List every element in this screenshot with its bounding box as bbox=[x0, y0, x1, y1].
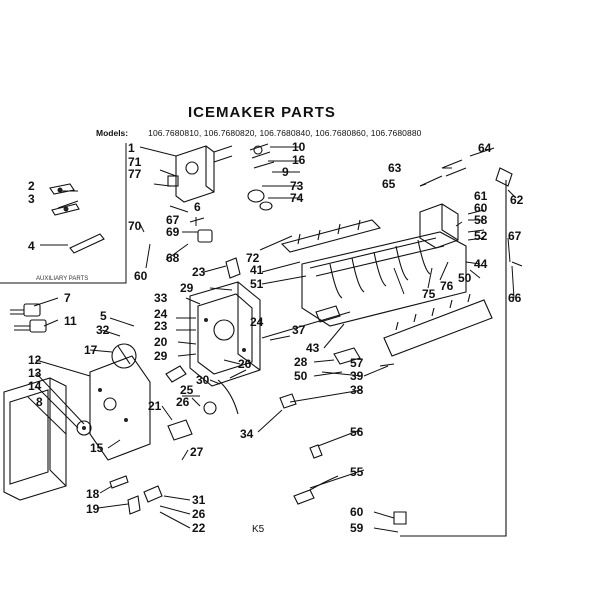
footer-code: K5 bbox=[252, 524, 265, 535]
callout-7: 7 bbox=[64, 291, 71, 305]
callout-5: 5 bbox=[100, 309, 107, 323]
wire-harness bbox=[10, 303, 47, 333]
callout-50-b: 50 bbox=[294, 369, 308, 383]
callout-29-b: 29 bbox=[154, 349, 168, 363]
callout-22: 22 bbox=[192, 521, 206, 535]
mounting-plate bbox=[76, 343, 163, 515]
callout-62: 62 bbox=[510, 193, 524, 207]
models-line: Models: 106.7680810, 106.7680820, 106.768… bbox=[96, 128, 422, 138]
callout-73: 73 bbox=[290, 179, 304, 193]
callout-8: 8 bbox=[36, 395, 43, 409]
callout-67: 67 bbox=[166, 213, 180, 227]
callout-25: 25 bbox=[180, 383, 194, 397]
callout-56: 56 bbox=[350, 425, 364, 439]
callout-24: 24 bbox=[154, 307, 168, 321]
callout-38: 38 bbox=[350, 383, 364, 397]
water-valve bbox=[167, 143, 275, 243]
callout-2: 2 bbox=[28, 179, 35, 193]
callout-12: 12 bbox=[28, 353, 42, 367]
callout-74: 74 bbox=[290, 191, 304, 205]
callout-58: 58 bbox=[474, 213, 488, 227]
callout-15: 15 bbox=[90, 441, 104, 455]
callout-72: 72 bbox=[246, 251, 260, 265]
callout-18: 18 bbox=[86, 487, 100, 501]
models-list: 106.7680810, 106.7680820, 106.7680840, 1… bbox=[148, 128, 422, 138]
callout-67-b: 67 bbox=[508, 229, 522, 243]
callout-10: 10 bbox=[292, 140, 306, 154]
callout-75: 75 bbox=[422, 287, 436, 301]
callout-11: 11 bbox=[64, 314, 77, 328]
callout-55: 55 bbox=[350, 465, 364, 479]
callout-26: 26 bbox=[238, 357, 252, 371]
callout-24-b: 24 bbox=[250, 315, 264, 329]
callout-76: 76 bbox=[440, 279, 454, 293]
diagram-title: ICEMAKER PARTS bbox=[188, 104, 336, 121]
fill-arm bbox=[393, 159, 523, 537]
callout-52: 52 bbox=[474, 229, 488, 243]
callout-9: 9 bbox=[282, 165, 289, 179]
callout-21: 21 bbox=[148, 399, 162, 413]
callout-6: 6 bbox=[194, 200, 201, 214]
callout-34: 34 bbox=[240, 427, 254, 441]
callout-60: 60 bbox=[474, 201, 488, 215]
callout-69: 69 bbox=[166, 225, 180, 239]
callout-31: 31 bbox=[192, 493, 206, 507]
inset-caption: AUXILIARY PARTS bbox=[36, 276, 88, 282]
callout-65: 65 bbox=[382, 177, 396, 191]
models-label: Models: bbox=[96, 128, 129, 138]
control-housing bbox=[165, 257, 261, 441]
callout-28: 28 bbox=[294, 355, 308, 369]
callout-labels: 1 2 3 4 5 6 7 8 9 10 11 12 13 14 15 16 1… bbox=[28, 140, 524, 535]
callout-3: 3 bbox=[28, 192, 35, 206]
callout-50: 50 bbox=[458, 271, 472, 285]
callout-51: 51 bbox=[250, 277, 264, 291]
callout-37: 37 bbox=[292, 323, 306, 337]
callout-57: 57 bbox=[350, 356, 364, 370]
callout-33: 33 bbox=[154, 291, 168, 305]
front-cover bbox=[3, 377, 67, 501]
callout-77: 77 bbox=[128, 167, 142, 181]
callout-32: 32 bbox=[96, 323, 110, 337]
callout-41: 41 bbox=[250, 263, 264, 277]
leader-lines bbox=[27, 146, 517, 533]
callout-68: 68 bbox=[166, 251, 180, 265]
callout-43: 43 bbox=[306, 341, 320, 355]
inset-box: AUXILIARY PARTS bbox=[0, 143, 127, 284]
callout-66: 66 bbox=[508, 291, 522, 305]
callout-70: 70 bbox=[128, 219, 142, 233]
callout-71: 71 bbox=[128, 155, 142, 169]
callout-44: 44 bbox=[474, 257, 488, 271]
callout-1: 1 bbox=[128, 141, 135, 155]
callout-29: 29 bbox=[180, 281, 194, 295]
callout-17: 17 bbox=[84, 343, 98, 357]
callout-61: 61 bbox=[474, 189, 488, 203]
callout-26-b: 26 bbox=[192, 507, 206, 521]
icemaker-mold bbox=[261, 203, 493, 505]
callout-20: 20 bbox=[154, 335, 168, 349]
callout-26-c: 26 bbox=[176, 395, 190, 409]
callout-19: 19 bbox=[86, 502, 100, 516]
callout-27: 27 bbox=[190, 445, 204, 459]
callout-60-b: 60 bbox=[134, 269, 148, 283]
callout-39: 39 bbox=[350, 369, 364, 383]
callout-60-c: 60 bbox=[350, 505, 364, 519]
callout-4: 4 bbox=[28, 239, 35, 253]
callout-30: 30 bbox=[196, 373, 210, 387]
callout-64: 64 bbox=[478, 141, 492, 155]
callout-23: 23 bbox=[192, 265, 206, 279]
callout-13: 13 bbox=[28, 366, 42, 380]
callout-59: 59 bbox=[350, 521, 364, 535]
callout-16: 16 bbox=[292, 153, 306, 167]
callout-23-b: 23 bbox=[154, 319, 168, 333]
callout-14: 14 bbox=[28, 379, 42, 393]
callout-63: 63 bbox=[388, 161, 402, 175]
